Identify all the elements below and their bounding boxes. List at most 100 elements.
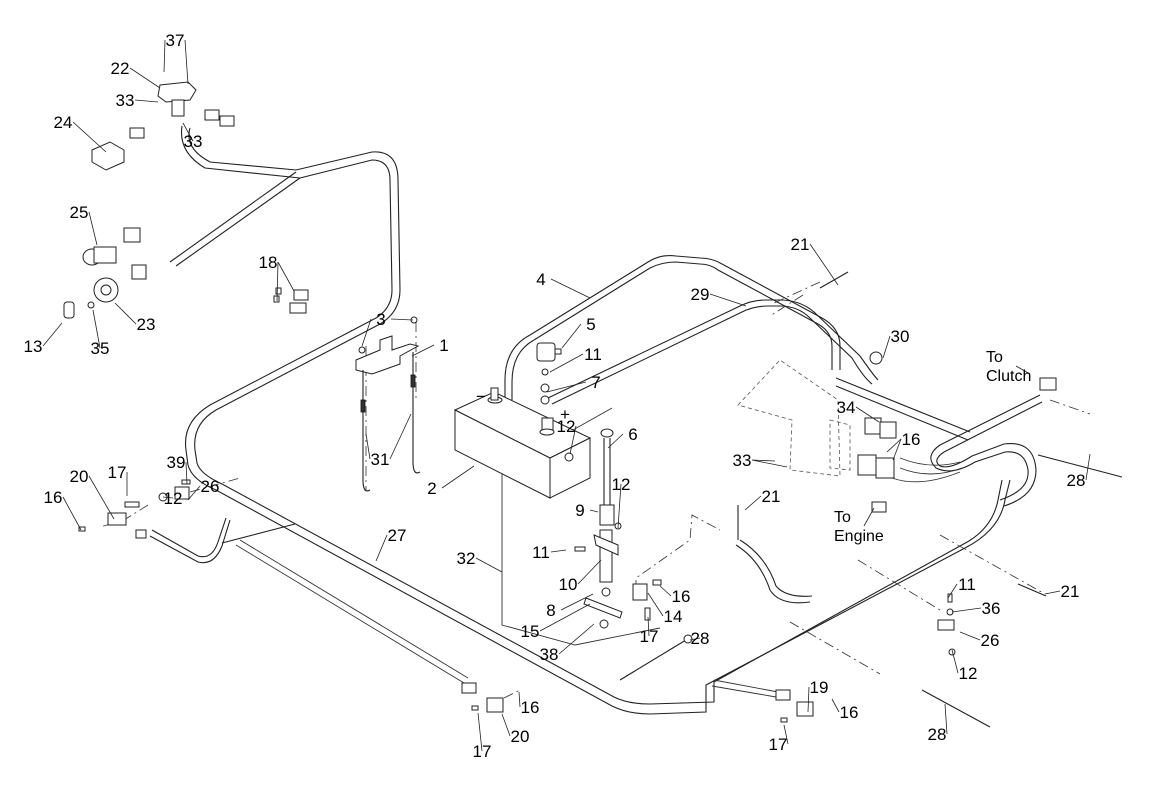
cable-tie-21c — [1017, 583, 1047, 597]
leader-line-8 — [560, 593, 594, 611]
callout-16: 16 — [902, 430, 921, 449]
terminal-hardware — [536, 342, 574, 462]
callout-35: 35 — [91, 339, 110, 358]
cable-tie-21a — [819, 271, 849, 289]
callout-10: 10 — [559, 575, 578, 594]
leader-line-to-engine — [863, 507, 875, 527]
leader-line-32 — [475, 557, 503, 573]
leader-line-16 — [831, 698, 840, 713]
callout-4: 4 — [536, 270, 545, 289]
leader-line-33 — [751, 459, 788, 468]
callout-7: 7 — [591, 373, 600, 392]
callout-16: 16 — [521, 698, 540, 717]
callout-34: 34 — [837, 398, 856, 417]
leader-line-27 — [375, 534, 388, 562]
leader-line-3 — [361, 318, 372, 347]
bottom-switches — [461, 682, 814, 723]
callout-33: 33 — [733, 451, 752, 470]
leader-line-14 — [647, 592, 664, 617]
leader-line-18 — [277, 261, 295, 292]
leader-line-9 — [589, 509, 599, 513]
leader-line-37 — [163, 39, 166, 73]
leader-line-28 — [944, 703, 948, 735]
leader-line-12 — [617, 483, 622, 529]
leader-line-20 — [88, 475, 115, 520]
battery-cable-4 — [504, 255, 841, 400]
battery-cable-29 — [547, 299, 879, 405]
callout-2: 2 — [427, 479, 436, 498]
leader-line-17 — [477, 712, 483, 752]
callout-12: 12 — [612, 475, 631, 494]
leader-line-16 — [886, 438, 902, 453]
leader-line-16 — [659, 585, 672, 597]
callout-26: 26 — [981, 631, 1000, 650]
leader-line-17 — [783, 724, 789, 745]
leader-line-3 — [390, 318, 414, 321]
leader-line-39 — [185, 461, 188, 485]
right-clamp-26 — [937, 593, 956, 656]
note-line: Clutch — [986, 368, 1031, 385]
callout-33: 33 — [184, 132, 203, 151]
cable-tie-28c — [921, 689, 991, 728]
leader-line-33 — [751, 459, 776, 462]
leader-line-35 — [92, 309, 101, 349]
callout-30: 30 — [891, 327, 910, 346]
note-line: To — [986, 349, 1003, 366]
leader-line-16 — [62, 496, 82, 531]
relay-34 — [857, 417, 897, 479]
leader-line-6 — [607, 433, 624, 449]
battery-positive-sign: + — [560, 405, 570, 424]
leader-line-26 — [959, 631, 981, 641]
callout-39: 39 — [167, 453, 186, 472]
callout-22: 22 — [111, 59, 130, 78]
leader-line-34 — [855, 406, 880, 423]
leader-line-33 — [182, 122, 194, 142]
leader-line-21 — [744, 495, 762, 511]
callout-5: 5 — [586, 315, 595, 334]
leader-line-11 — [549, 353, 584, 373]
callout-37: 37 — [166, 31, 185, 50]
callout-32: 32 — [457, 549, 476, 568]
leader-line-22 — [129, 67, 161, 89]
leader-line-11 — [947, 583, 958, 599]
leader-line-2 — [441, 465, 475, 489]
callout-leaders — [42, 39, 1091, 752]
battery — [453, 387, 592, 499]
callout-17: 17 — [473, 742, 492, 761]
leader-line-10 — [577, 559, 602, 585]
horn-30 — [869, 351, 883, 365]
leader-line-37 — [184, 39, 189, 85]
callout-6: 6 — [628, 425, 637, 444]
leader-line-36 — [951, 607, 982, 613]
leader-line-31 — [365, 433, 371, 460]
callout-9: 9 — [575, 501, 584, 520]
callout-12: 12 — [959, 664, 978, 683]
callout-17: 17 — [108, 463, 127, 482]
leader-line-24 — [72, 121, 107, 153]
callout-19: 19 — [810, 678, 829, 697]
cable-tie-28a — [619, 639, 687, 681]
leader-line-13 — [42, 322, 63, 347]
switch-14 — [632, 579, 662, 621]
leader-line-12 — [951, 649, 959, 674]
callout-12: 12 — [557, 417, 576, 436]
callout-25: 25 — [70, 203, 89, 222]
mounting-bracket-outline — [737, 359, 851, 477]
leader-line-1 — [411, 344, 435, 357]
plunger-assembly — [574, 428, 623, 629]
battery-negative-sign: − — [476, 387, 486, 406]
leader-line-15 — [539, 603, 591, 632]
leader-line-19 — [807, 686, 810, 713]
callout-16: 16 — [672, 587, 691, 606]
note-line: To — [834, 509, 851, 526]
callout-21: 21 — [791, 235, 810, 254]
leader-line-12 — [569, 425, 577, 455]
callout-31: 31 — [371, 450, 390, 469]
callout-28: 28 — [691, 629, 710, 648]
callout-16: 16 — [840, 703, 859, 722]
right-harness — [735, 377, 1043, 604]
